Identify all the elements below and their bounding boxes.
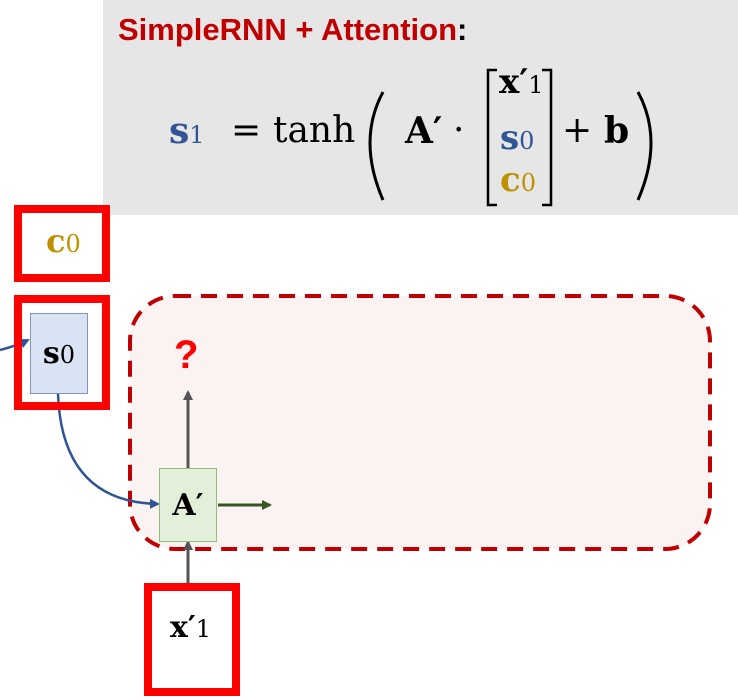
c0-label: c0 — [46, 222, 81, 260]
x1-label: x′1 — [170, 610, 212, 645]
a-prime-cell: A′ — [159, 468, 217, 542]
x1-highlight-box — [144, 583, 240, 696]
s0-label: s0 — [42, 336, 76, 371]
formula-bias: b — [604, 110, 630, 152]
formula-vec-s: s0 — [500, 118, 535, 158]
s0-cell: s0 — [30, 313, 88, 394]
formula-vec-c: c0 — [500, 160, 536, 200]
c0-highlight-box — [14, 205, 110, 282]
formula-matrix: A′ — [405, 110, 443, 152]
formula-lhs: s1 — [169, 110, 205, 152]
formula-title: SimpleRNN + Attention: — [118, 12, 468, 47]
s0-to-a-arrow — [56, 393, 160, 509]
formula-brackets — [368, 68, 653, 207]
formula-vec-x: x′1 — [499, 62, 544, 102]
s0-highlight-box — [14, 295, 110, 410]
unknown-output: ? — [174, 333, 199, 377]
formula-panel: SimpleRNN + Attention: s1 = tanh A′ · x′… — [103, 0, 738, 215]
attention-region — [128, 294, 712, 551]
formula-dot: · — [453, 110, 465, 151]
a-prime-label: A′ — [172, 487, 204, 523]
formula-plus: + — [562, 110, 593, 151]
formula-equals: = — [231, 110, 262, 151]
formula-tanh: tanh — [273, 110, 356, 151]
